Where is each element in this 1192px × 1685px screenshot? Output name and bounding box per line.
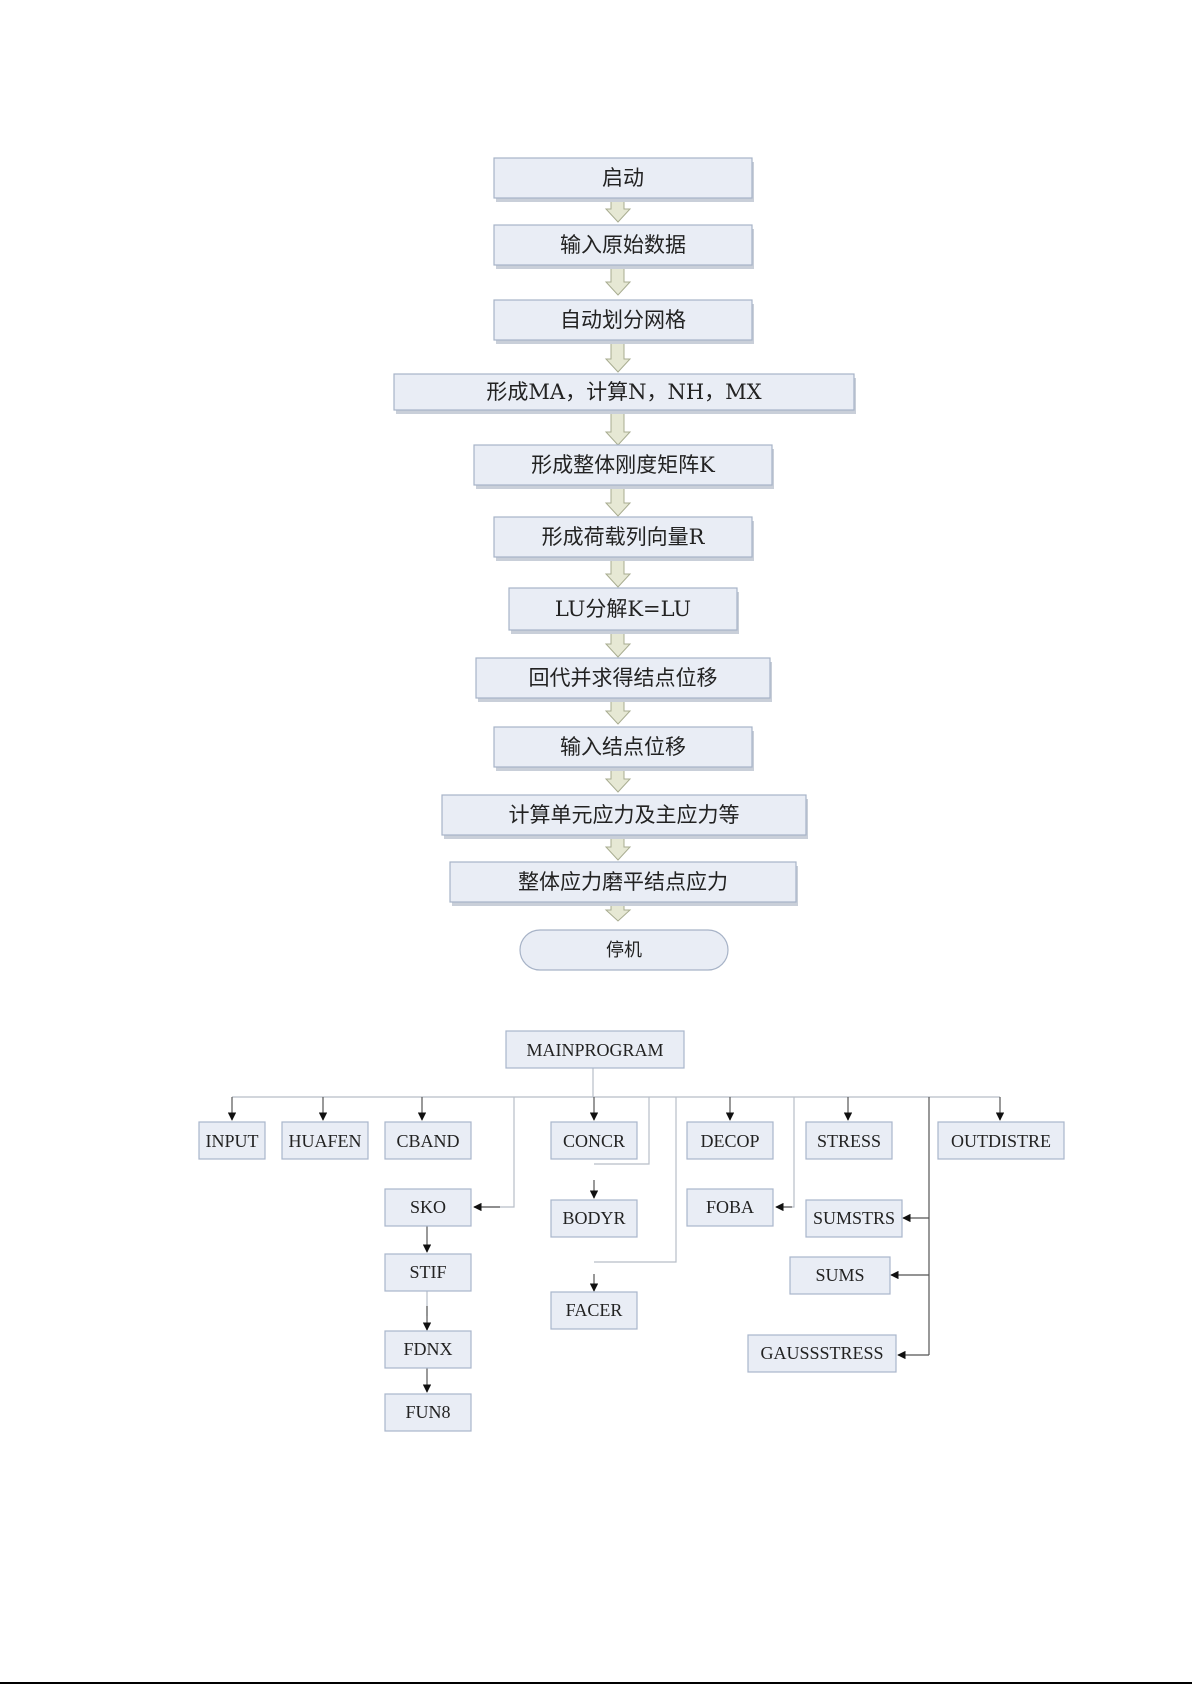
module-label: CONCR [563,1131,625,1151]
module-bodyr: BODYR [551,1200,637,1237]
flow-step-label: 启动 [602,166,644,190]
flow-arrow [606,199,630,222]
module-sums: SUMS [790,1257,890,1294]
module-gaussstress: GAUSSSTRESS [748,1335,896,1372]
flow-step-9: 输入结点位移 [494,727,754,771]
flow-arrow [606,341,630,372]
flow-step-label: 输入原始数据 [560,233,686,257]
module-outdistre: OUTDISTRE [938,1122,1064,1159]
module-foba: FOBA [687,1189,773,1226]
module-sko: SKO [385,1189,471,1226]
flow-step-3: 自动划分网格 [494,300,754,344]
flow-arrow [606,412,630,445]
flow-step-label: 形成荷载列向量R [542,525,706,549]
flow-step-7: LU分解K=LU [509,588,739,634]
flow-step-6: 形成荷载列向量R [494,517,754,561]
module-label: OUTDISTRE [951,1131,1051,1151]
module-label: SKO [410,1197,446,1217]
flow-end-label: 停机 [606,940,642,961]
module-decop: DECOP [687,1122,773,1159]
flow-step-1: 启动 [494,158,754,202]
flow-step-2: 输入原始数据 [494,225,754,269]
flow-step-label: 计算单元应力及主应力等 [509,803,740,827]
flow-step-label: 形成MA，计算N，NH，MX [486,380,761,404]
module-label: INPUT [206,1131,259,1151]
module-label: BODYR [562,1208,625,1228]
flow-end: 停机 [520,930,728,970]
module-label: DECOP [700,1131,759,1151]
module-label: SUMS [815,1265,864,1285]
module-concr: CONCR [551,1122,637,1159]
module-sumstrs: SUMSTRS [806,1200,902,1237]
module-label: FDNX [403,1339,452,1359]
module-label: STIF [409,1262,446,1282]
module-cband: CBAND [385,1122,471,1159]
module-huafen: HUAFEN [282,1122,368,1159]
module-label: MAINPROGRAM [526,1040,663,1060]
flow-step-label: 整体应力磨平结点应力 [518,870,728,894]
flow-arrow [606,485,630,516]
module-input: INPUT [199,1122,265,1159]
structure-chart: MAINPROGRAM INPUT HUAFEN CBAND SKO STIF … [199,1031,1064,1431]
module-label: FOBA [706,1197,754,1217]
module-label: STRESS [817,1131,881,1151]
flow-step-label: 形成整体刚度矩阵K [531,453,715,477]
flow-step-label: LU分解K=LU [555,597,691,621]
flow-step-label: 输入结点位移 [560,735,686,759]
flow-arrow [606,266,630,295]
flow-step-label: 回代并求得结点位移 [529,666,718,690]
flow-step-5: 形成整体刚度矩阵K [474,445,774,489]
module-label: HUAFEN [288,1131,361,1151]
flow-arrow [606,631,630,657]
module-fdnx: FDNX [385,1331,471,1368]
module-mainprogram: MAINPROGRAM [506,1031,684,1068]
flow-step-8: 回代并求得结点位移 [476,658,772,702]
flow-step-11: 整体应力磨平结点应力 [450,862,798,906]
module-label: GAUSSSTRESS [760,1343,883,1363]
module-fun8: FUN8 [385,1394,471,1431]
flow-step-4: 形成MA，计算N，NH，MX [394,374,856,414]
module-stif: STIF [385,1254,471,1291]
flow-step-label: 自动划分网格 [560,308,686,332]
module-stress: STRESS [806,1122,892,1159]
flow-step-10: 计算单元应力及主应力等 [442,795,808,839]
module-label: FACER [566,1300,623,1320]
module-label: FUN8 [405,1402,450,1422]
module-label: CBAND [396,1131,459,1151]
module-facer: FACER [551,1292,637,1329]
module-label: SUMSTRS [813,1208,895,1228]
flowchart: 启动 输入原始数据 自动划分网格 形成MA，计算N，NH，MX 形成整体刚度矩阵… [394,158,856,970]
flow-arrow [606,557,630,587]
flow-arrow [606,700,630,724]
